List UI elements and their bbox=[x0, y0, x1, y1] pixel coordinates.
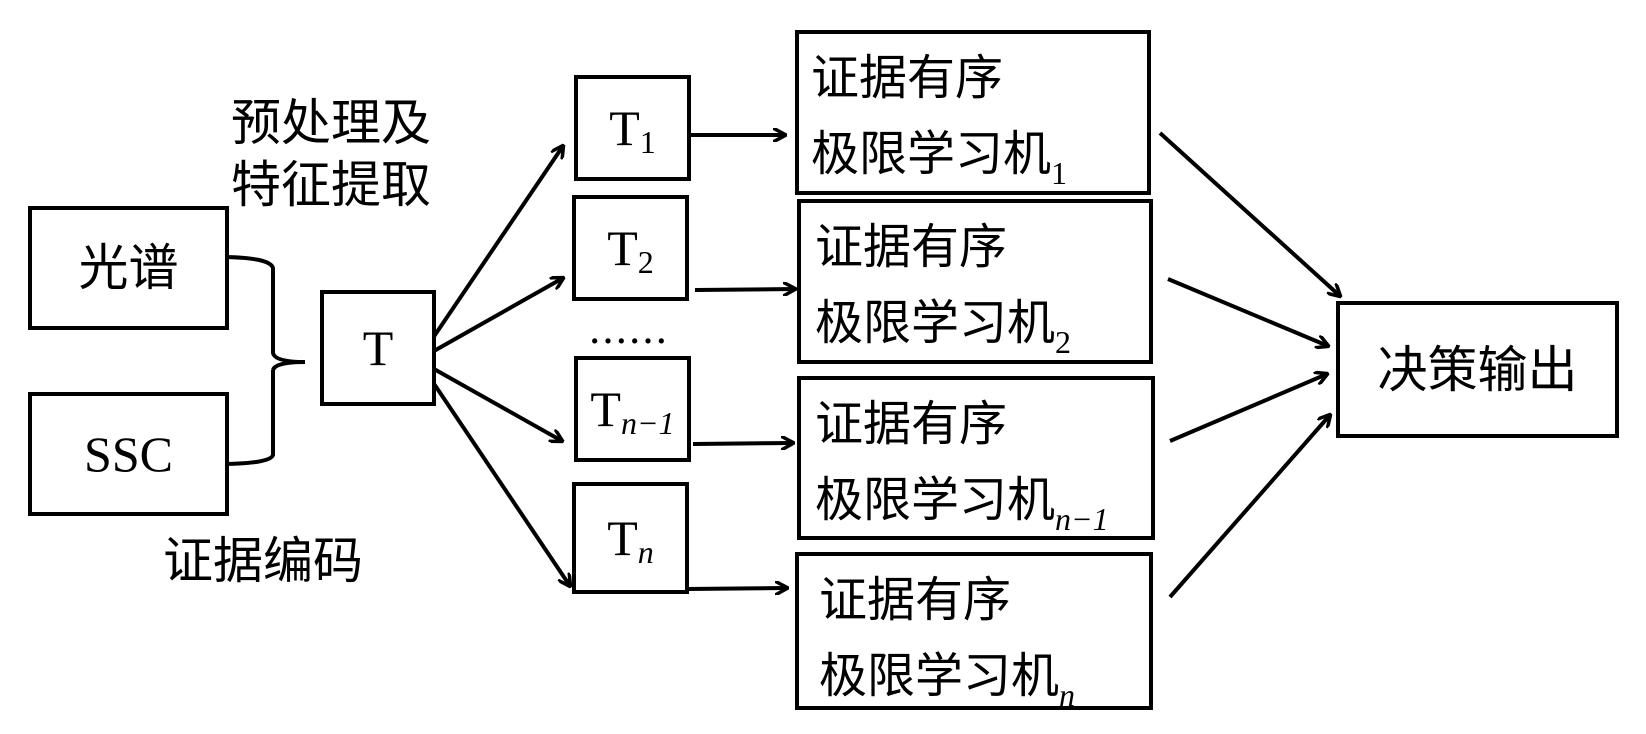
combined-node-label: T bbox=[362, 320, 394, 376]
subset-label-base: T bbox=[609, 100, 640, 156]
arrow-t2-elm2 bbox=[694, 289, 795, 290]
input-ssc-label: SSC bbox=[84, 426, 173, 482]
elm-line1: 证据有序 bbox=[815, 396, 1008, 452]
arrow-tn1-elm3 bbox=[692, 443, 793, 444]
input-spectrum-label: 光谱 bbox=[78, 239, 179, 297]
arrow-t-tn bbox=[416, 358, 570, 586]
arrow-elm1-output bbox=[1158, 131, 1340, 296]
input-ssc-box: SSC bbox=[28, 392, 229, 516]
arrow-elm3-output bbox=[1169, 374, 1327, 443]
input-brace bbox=[217, 255, 306, 466]
elm-box-n-minus-1: 证据有序 极限学习机n−1 bbox=[797, 376, 1155, 540]
input-spectrum-box: 光谱 bbox=[28, 206, 229, 330]
subset-label-base: T bbox=[590, 381, 621, 437]
subset-label-base: T bbox=[607, 510, 638, 566]
arrow-t-t1 bbox=[416, 146, 563, 362]
elm-line2: 极限学习机 bbox=[811, 126, 1052, 182]
elm-line2: 极限学习机 bbox=[815, 295, 1056, 351]
elm-line2: 极限学习机 bbox=[815, 472, 1056, 528]
elm-line1: 证据有序 bbox=[819, 572, 1012, 628]
arrow-tn-elm4 bbox=[686, 588, 787, 589]
subset-label-sub: n−1 bbox=[620, 404, 675, 441]
decision-output-label: 决策输出 bbox=[1377, 340, 1578, 399]
arrow-elm2-output bbox=[1167, 277, 1328, 346]
elm-sub: n bbox=[1059, 677, 1076, 713]
preprocess-label-line1: 预处理及 bbox=[231, 94, 431, 152]
elm-sub: n−1 bbox=[1055, 501, 1109, 537]
combined-node-t: T bbox=[320, 290, 436, 406]
arrow-t-t2 bbox=[417, 278, 563, 362]
arrow-elm4-output bbox=[1168, 415, 1330, 599]
elm-box-n: 证据有序 极限学习机n bbox=[795, 552, 1153, 713]
subset-label-base: T bbox=[607, 220, 638, 276]
ellipsis: …… bbox=[588, 307, 668, 353]
elm-line1: 证据有序 bbox=[811, 50, 1004, 106]
arrow-t-tn1 bbox=[417, 358, 562, 441]
elm-line2: 极限学习机 bbox=[819, 648, 1060, 704]
subset-label-sub: 1 bbox=[639, 123, 656, 160]
elm-sub: 2 bbox=[1055, 324, 1072, 360]
subset-label-sub: 2 bbox=[637, 243, 654, 280]
subset-label-sub: n bbox=[637, 533, 654, 570]
elm-sub: 1 bbox=[1051, 155, 1068, 191]
encoding-label: 证据编码 bbox=[163, 532, 363, 590]
elm-line1: 证据有序 bbox=[815, 219, 1008, 275]
elm-box-2: 证据有序 极限学习机2 bbox=[797, 199, 1153, 364]
elm-box-1: 证据有序 极限学习机1 bbox=[795, 30, 1151, 195]
preprocess-label-line2: 特征提取 bbox=[231, 156, 431, 214]
decision-output-box: 决策输出 bbox=[1336, 301, 1619, 438]
